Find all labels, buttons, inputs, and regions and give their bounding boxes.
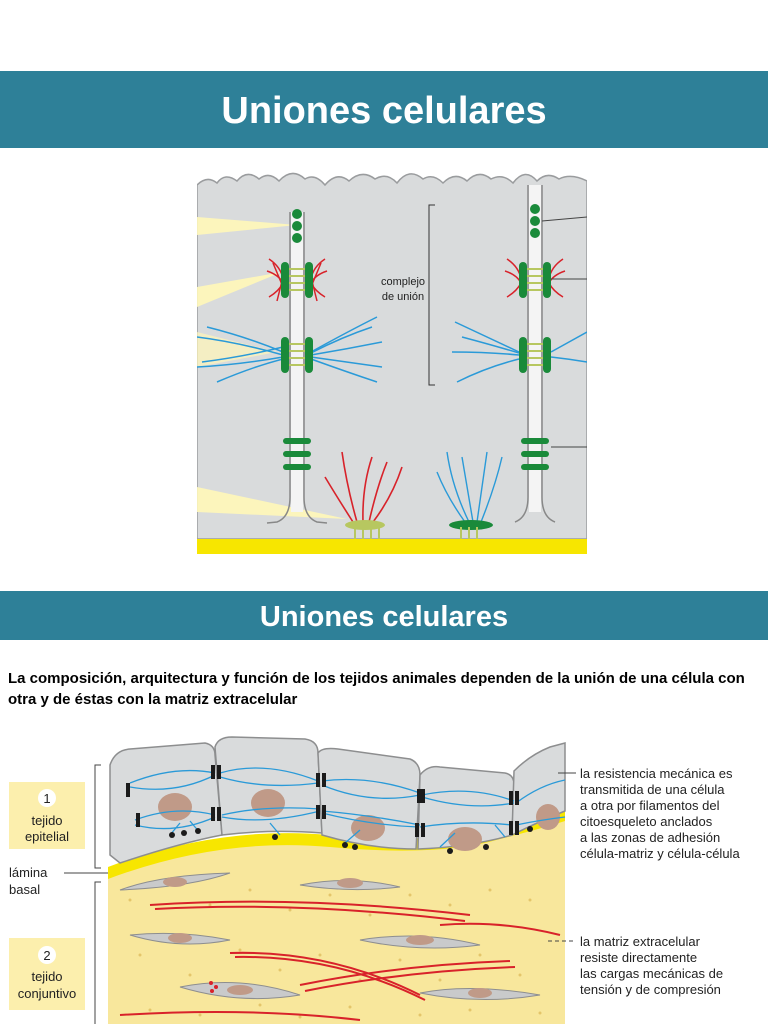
note1-line6: célula-matriz y célula-célula <box>580 846 740 861</box>
note2-line4: tensión y de compresión <box>580 982 721 997</box>
junctions-diagram: complejo de unión <box>197 172 587 554</box>
intro-text: La composición, arquitectura y función d… <box>8 670 745 708</box>
note1-line2: transmitida de una célula <box>580 782 725 797</box>
box2-label-line1: tejido <box>31 969 62 984</box>
note1-line5: a las zonas de adhesión <box>580 830 720 845</box>
basal-lamina <box>197 539 587 554</box>
lamina-label-line2: basal <box>9 882 40 897</box>
slide2-title: Uniones celulares <box>0 591 768 640</box>
basal-lamina-band <box>108 809 565 879</box>
note1-line3: a otra por filamentos del <box>580 798 720 813</box>
note2-line2: resiste directamente <box>580 950 697 965</box>
box2-number: 2 <box>43 948 50 963</box>
complex-label-line1: complejo <box>381 276 425 288</box>
box1-number: 1 <box>43 791 50 806</box>
box2-label-line2: conjuntivo <box>18 986 77 1001</box>
lamina-label-line1: lámina <box>9 865 48 880</box>
note2-line1: la matriz extracelular <box>580 934 701 949</box>
complex-label-line2: de unión <box>382 291 424 303</box>
slide1-title: Uniones celulares <box>0 71 768 148</box>
box1-label-line1: tejido <box>31 813 62 828</box>
note1-line4: citoesqueleto anclados <box>580 814 713 829</box>
tissue-diagram: 1 tejido epitelial lámina basal 2 tejido… <box>9 736 740 1024</box>
box1-label-line2: epitelial <box>25 829 69 844</box>
note1-line1: la resistencia mecánica es <box>580 766 733 781</box>
note2-line3: las cargas mecánicas de <box>580 966 723 981</box>
